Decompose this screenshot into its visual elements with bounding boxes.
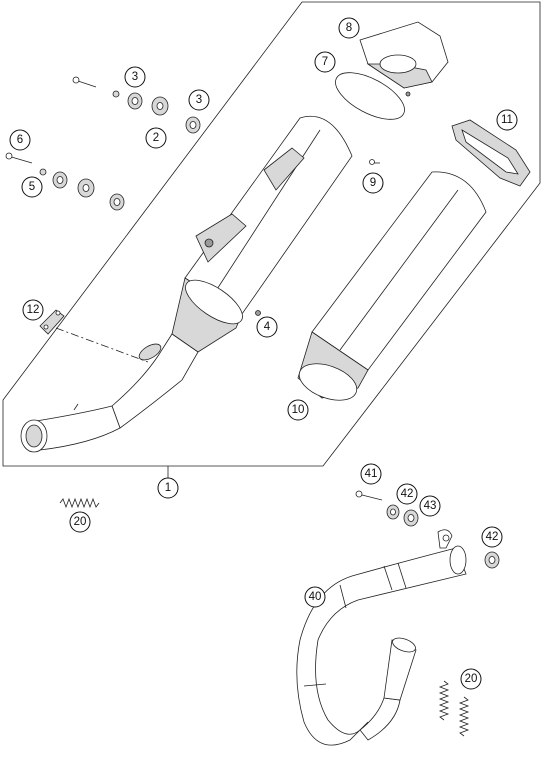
svg-text:2: 2 [153,132,159,144]
callout-2: 2 [145,127,167,149]
callout-12: 12 [22,299,44,321]
manifold-bolt [355,490,383,501]
callout-42: 42 [396,483,418,505]
rubber-bushing-lower-outer [109,193,125,211]
callout-10: 10 [287,399,309,421]
silencer-assembly [20,116,353,453]
exhaust-spring-lower-right [458,696,470,737]
washer-small-lower [39,168,47,176]
rubber-bushing-lower [52,171,68,189]
silencer-outer-sleeve [297,171,487,401]
callout-9: 9 [362,172,384,194]
assembly-boundary [2,1,541,467]
callout-7: 7 [314,51,336,73]
rubber-bushing-upper-outer [185,116,201,134]
callout-41: 41 [360,463,382,485]
svg-text:8: 8 [346,22,352,34]
callout-42: 42 [481,526,503,548]
svg-text:40: 40 [309,591,322,603]
bushing-manifold [403,509,419,527]
exhaust-spring-upper [59,497,100,509]
spacer-sleeve-upper [151,96,169,116]
svg-text:12: 12 [27,304,40,316]
mounting-bracket [39,309,149,363]
header-pipe [296,529,467,746]
end-cap-gasket [335,72,405,120]
drain-screw [255,310,261,316]
svg-text:3: 3 [132,71,138,83]
callout-20: 20 [69,511,91,533]
callout-3: 3 [124,66,146,88]
svg-text:7: 7 [322,56,328,68]
cover-screw [369,159,380,165]
washer-manifold [386,504,400,520]
callout-1: 1 [157,477,179,499]
washer-manifold-right [484,551,500,569]
callout-6: 6 [9,129,31,151]
callout-40: 40 [304,586,326,608]
svg-text:42: 42 [401,488,414,500]
svg-text:20: 20 [465,673,478,685]
callout-43: 43 [419,495,441,517]
svg-text:11: 11 [501,114,513,126]
svg-text:43: 43 [424,500,437,512]
mounting-bolt-lower [5,152,33,164]
callout-4: 4 [256,316,278,338]
callout-5: 5 [21,176,43,198]
svg-text:1: 1 [165,482,171,494]
heat-protection-cover [451,119,531,187]
callout-8: 8 [338,17,360,39]
svg-text:41: 41 [365,468,378,480]
svg-text:20: 20 [74,516,87,528]
callout-3: 3 [188,89,210,111]
spacer-sleeve-lower [77,178,95,198]
svg-text:3: 3 [196,94,202,106]
svg-text:10: 10 [292,404,305,416]
svg-text:4: 4 [264,321,271,333]
silencer-end-cap [359,21,449,97]
callout-20: 20 [460,668,482,690]
rubber-bushing-upper [127,92,143,110]
svg-text:9: 9 [370,177,376,189]
callout-11: 11 [496,109,518,131]
exhaust-spring-lower-left [438,680,450,721]
svg-text:42: 42 [486,531,499,543]
svg-text:5: 5 [29,181,35,193]
washer-small-upper [112,90,120,98]
mounting-bolt-upper [72,76,97,88]
svg-text:6: 6 [17,134,23,146]
